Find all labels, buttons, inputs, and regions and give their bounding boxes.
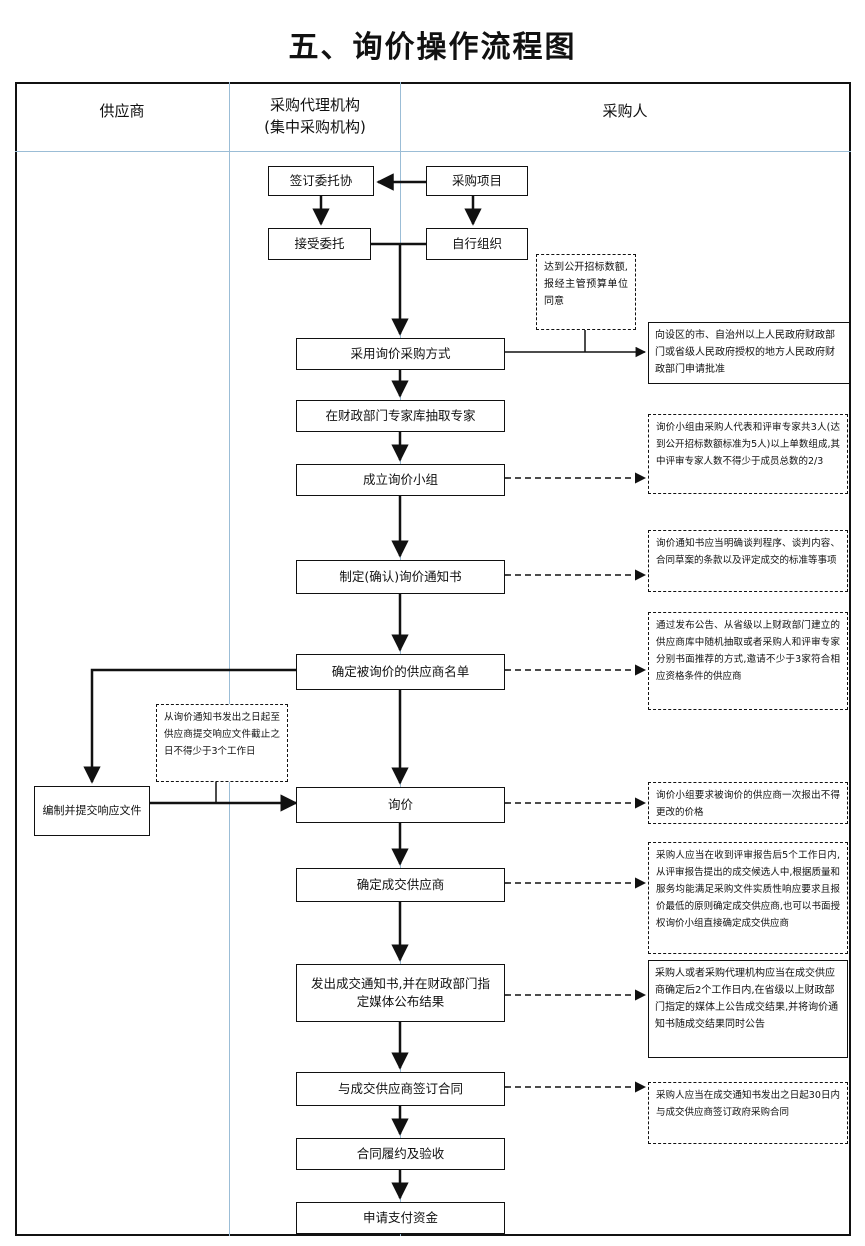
step-apply-payment: 申请支付资金	[296, 1202, 505, 1234]
note-supplier-selection: 通过发布公告、从省级以上财政部门建立的供应商库中随机抽取或者采购人和评审专家分别…	[648, 612, 848, 710]
note-notice-content: 询价通知书应当明确谈判程序、谈判内容、合同草案的条款以及评定成交的标准等事项	[648, 530, 848, 592]
page-title: 五、询价操作流程图	[288, 30, 577, 65]
note-publish-rule: 采购人或者采购代理机构应当在成交供应商确定后2个工作日内,在省级以上财政部门指定…	[648, 960, 848, 1058]
lane-header-agency-line1: 采购代理机构	[269, 96, 360, 114]
note-response-deadline: 从询价通知书发出之日起至供应商提交响应文件截止之日不得少于3个工作日	[156, 704, 288, 782]
step-draw-experts: 在财政部门专家库抽取专家	[296, 400, 505, 432]
step-use-inquiry-method: 采用询价采购方式	[296, 338, 505, 370]
step-confirm-winner: 确定成交供应商	[296, 868, 505, 902]
note-approval: 向设区的市、自治州以上人民政府财政部门或省级人民政府授权的地方人民政府财政部门申…	[648, 322, 850, 384]
note-winner-rule: 采购人应当在收到评审报告后5个工作日内,从评审报告提出的成交候选人中,根据质量和…	[648, 842, 848, 954]
step-prepare-response: 编制并提交响应文件	[34, 786, 150, 836]
lane-header-purchaser: 采购人	[602, 102, 648, 120]
note-one-time-quote: 询价小组要求被询价的供应商一次报出不得更改的价格	[648, 782, 848, 824]
step-self-organize: 自行组织	[426, 228, 528, 260]
step-confirm-suppliers: 确定被询价的供应商名单	[296, 654, 505, 690]
lane-header-agency: 采购代理机构 (集中采购机构)	[230, 94, 400, 138]
step-accept-entrust: 接受委托	[268, 228, 371, 260]
note-threshold: 达到公开招标数额,报经主管预算单位同意	[536, 254, 636, 330]
swimlane-frame	[15, 82, 851, 1236]
note-group-composition: 询价小组由采购人代表和评审专家共3人(达到公开招标数额标准为5人)以上单数组成,…	[648, 414, 848, 494]
lane-header-divider	[15, 151, 851, 152]
step-sign-contract: 与成交供应商签订合同	[296, 1072, 505, 1106]
step-make-notice: 制定(确认)询价通知书	[296, 560, 505, 594]
arrow-to-prepare-response	[83, 668, 296, 784]
note-contract-rule: 采购人应当在成交通知书发出之日起30日内与成交供应商签订政府采购合同	[648, 1082, 848, 1144]
step-purchase-project: 采购项目	[426, 166, 528, 196]
step-form-group: 成立询价小组	[296, 464, 505, 496]
lane-header-supplier: 供应商	[99, 102, 145, 120]
step-sign-agency-contract: 签订委托协	[268, 166, 374, 196]
step-perform-accept: 合同履约及验收	[296, 1138, 505, 1170]
step-inquiry: 询价	[296, 787, 505, 823]
lane-divider-left	[229, 82, 230, 1236]
step-issue-notice: 发出成交通知书,并在财政部门指定媒体公布结果	[296, 964, 505, 1022]
lane-header-agency-line2: (集中采购机构)	[264, 118, 366, 136]
